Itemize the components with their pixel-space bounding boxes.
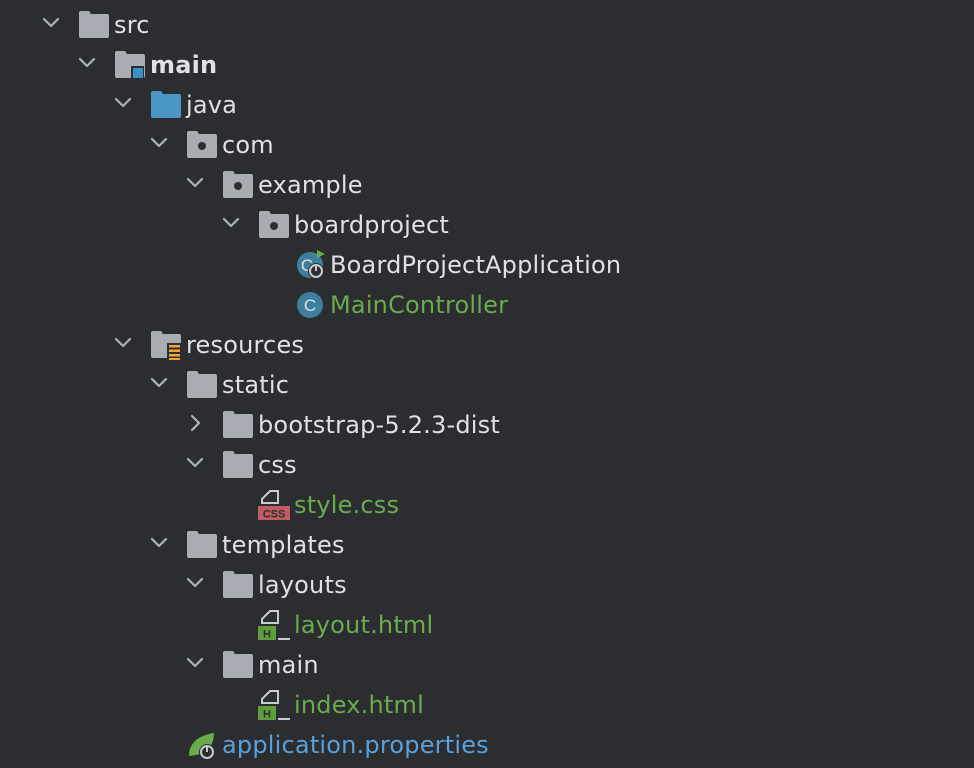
tree-node-label: bootstrap-5.2.3-dist	[258, 411, 500, 439]
folder-icon	[223, 411, 253, 438]
tree-node-label: src	[114, 11, 150, 39]
package-icon	[187, 131, 217, 158]
package-icon	[223, 171, 253, 198]
chevron-down-icon[interactable]	[184, 170, 206, 196]
tree-node-example[interactable]: example	[0, 165, 974, 205]
html-file-icon: H	[258, 690, 290, 721]
chevron-down-icon[interactable]	[148, 370, 170, 396]
svg-text:CSS: CSS	[263, 509, 286, 521]
css-file-icon: CSS	[258, 490, 290, 521]
tree-node-label: BoardProjectApplication	[330, 251, 622, 279]
chevron-down-icon[interactable]	[112, 330, 134, 356]
chevron-down-icon[interactable]	[184, 650, 206, 676]
svg-text:H: H	[263, 709, 271, 721]
tree-node-label: index.html	[294, 691, 424, 719]
tree-node-label: main	[258, 651, 319, 679]
folder-icon	[187, 371, 217, 398]
chevron-down-icon[interactable]	[184, 570, 206, 596]
svg-text:C: C	[304, 296, 316, 315]
chevron-down-icon[interactable]	[148, 130, 170, 156]
chevron-down-icon[interactable]	[148, 530, 170, 556]
tree-node-style-css[interactable]: CSS style.css	[0, 485, 974, 525]
spring-properties-icon	[189, 733, 215, 760]
tree-node-label: css	[258, 451, 297, 479]
tree-node-static[interactable]: static	[0, 365, 974, 405]
svg-text:H: H	[263, 629, 271, 641]
tree-node-label: java	[186, 91, 238, 119]
tree-node-label: application.properties	[222, 731, 489, 759]
folder-icon	[223, 451, 253, 478]
tree-node-label: layouts	[258, 571, 347, 599]
tree-node-java[interactable]: java	[0, 85, 974, 125]
tree-node-resources[interactable]: resources	[0, 325, 974, 365]
tree-node-label: resources	[186, 331, 305, 359]
spring-boot-class-icon: C	[297, 250, 325, 279]
tree-node-boardproject[interactable]: boardproject	[0, 205, 974, 245]
folder-icon	[79, 11, 109, 38]
tree-node-layouts[interactable]: layouts	[0, 565, 974, 605]
resources-folder-icon	[151, 331, 181, 360]
tree-node-label: style.css	[294, 491, 400, 519]
chevron-down-icon[interactable]	[40, 10, 62, 36]
tree-node-application-properties[interactable]: application.properties	[0, 725, 974, 765]
tree-node-bootstrap-dist[interactable]: bootstrap-5.2.3-dist	[0, 405, 974, 445]
tree-node-label: main	[150, 51, 218, 79]
tree-node-css[interactable]: css	[0, 445, 974, 485]
folder-icon	[187, 531, 217, 558]
tree-node-src[interactable]: src	[0, 5, 974, 45]
package-icon	[259, 211, 289, 238]
chevron-down-icon[interactable]	[220, 210, 242, 236]
tree-node-templates[interactable]: templates	[0, 525, 974, 565]
html-file-icon: H	[258, 610, 290, 641]
chevron-right-icon[interactable]	[184, 410, 206, 436]
tree-node-main[interactable]: main	[0, 45, 974, 85]
tree-node-label: static	[222, 371, 290, 399]
tree-node-label: MainController	[330, 291, 509, 319]
tree-node-main-templates[interactable]: main	[0, 645, 974, 685]
module-folder-icon	[115, 51, 145, 79]
tree-node-label: com	[222, 131, 274, 159]
class-icon: C	[297, 292, 323, 318]
tree-node-label: boardproject	[294, 211, 450, 239]
chevron-down-icon[interactable]	[76, 50, 98, 76]
tree-node-main-controller[interactable]: C MainController	[0, 285, 974, 325]
tree-node-label: templates	[222, 531, 345, 559]
tree-node-com[interactable]: com	[0, 125, 974, 165]
source-folder-icon	[151, 91, 181, 118]
chevron-down-icon[interactable]	[184, 450, 206, 476]
tree-node-label: layout.html	[294, 611, 434, 639]
tree-node-label: example	[258, 171, 363, 199]
chevron-down-icon[interactable]	[112, 90, 134, 116]
folder-icon	[223, 571, 253, 598]
folder-icon	[223, 651, 253, 678]
